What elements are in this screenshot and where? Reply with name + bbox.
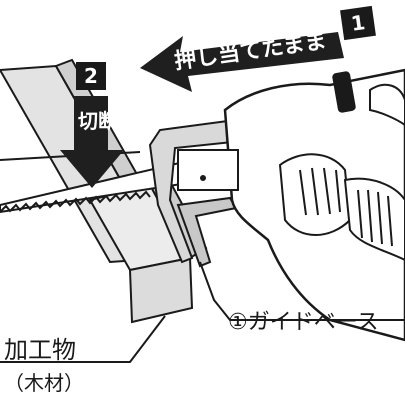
workpiece-label: 加工物 [4,336,76,364]
push-arrow-icon [140,32,344,92]
cut-arrow-icon [60,96,124,188]
step-1-badge: 1 [340,5,376,41]
cut-label: 切断 [78,109,118,133]
step-2-badge: 2 [76,62,106,90]
guide-base-label: ①ガイドベース [228,310,379,335]
wood-label: （木材） [4,371,84,395]
saw-body [177,68,405,342]
workpiece-leader-line [0,315,166,363]
guide-base [148,118,257,268]
guide-leader-line [199,261,405,321]
